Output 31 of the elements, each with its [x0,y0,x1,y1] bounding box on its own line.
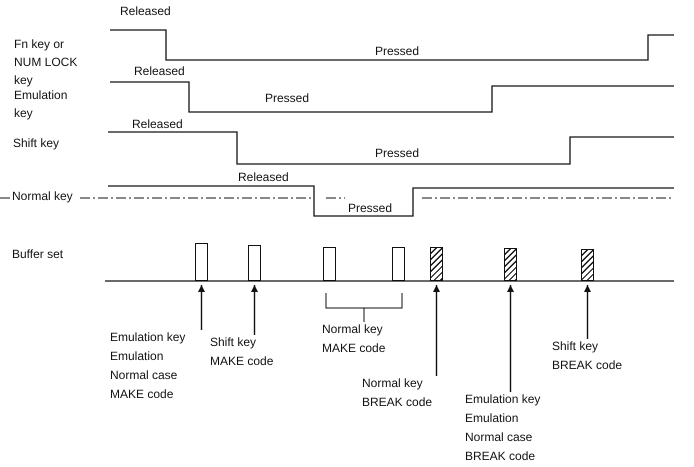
code-caption: Normal key MAKE code [322,322,386,355]
arrow [251,285,258,335]
code-caption: Shift key MAKE code [210,333,282,371]
buffer-pulse [195,243,208,281]
signal-name: Shift key [13,136,60,150]
signal-name: Normal key [12,189,73,203]
arrow [198,285,205,330]
signal-name: Emulation key [14,88,68,120]
code-caption: Emulation key Emulation Normal case MAKE code [110,328,202,404]
state-label: Released [134,64,185,78]
state-label: Pressed [265,91,310,105]
arrow [433,285,440,376]
buffer-pulse [248,245,261,281]
arrow [507,285,514,392]
hatched-buffer-pulse [504,248,517,281]
buffer-pulse [323,247,336,281]
state-label: Pressed [375,146,420,160]
signal-name: Fn key or NUM LOCK key [14,37,78,87]
hatched-buffer-pulse [581,249,594,281]
buffer-pulse [392,247,405,281]
state-label: Released [120,4,171,18]
state-label: Released [238,170,289,184]
code-caption: Normal key BREAK code [362,374,447,412]
state-label: Released [132,117,183,131]
arrow [584,285,591,339]
code-caption: Emulation key Emulation Normal case BREAK code [465,390,550,466]
state-label: Pressed [348,201,392,215]
signal-name: Buffer set [12,247,64,261]
state-label: Pressed [375,44,420,58]
code-caption: Shift key BREAK code [552,337,624,375]
hatched-buffer-pulse [430,247,443,281]
